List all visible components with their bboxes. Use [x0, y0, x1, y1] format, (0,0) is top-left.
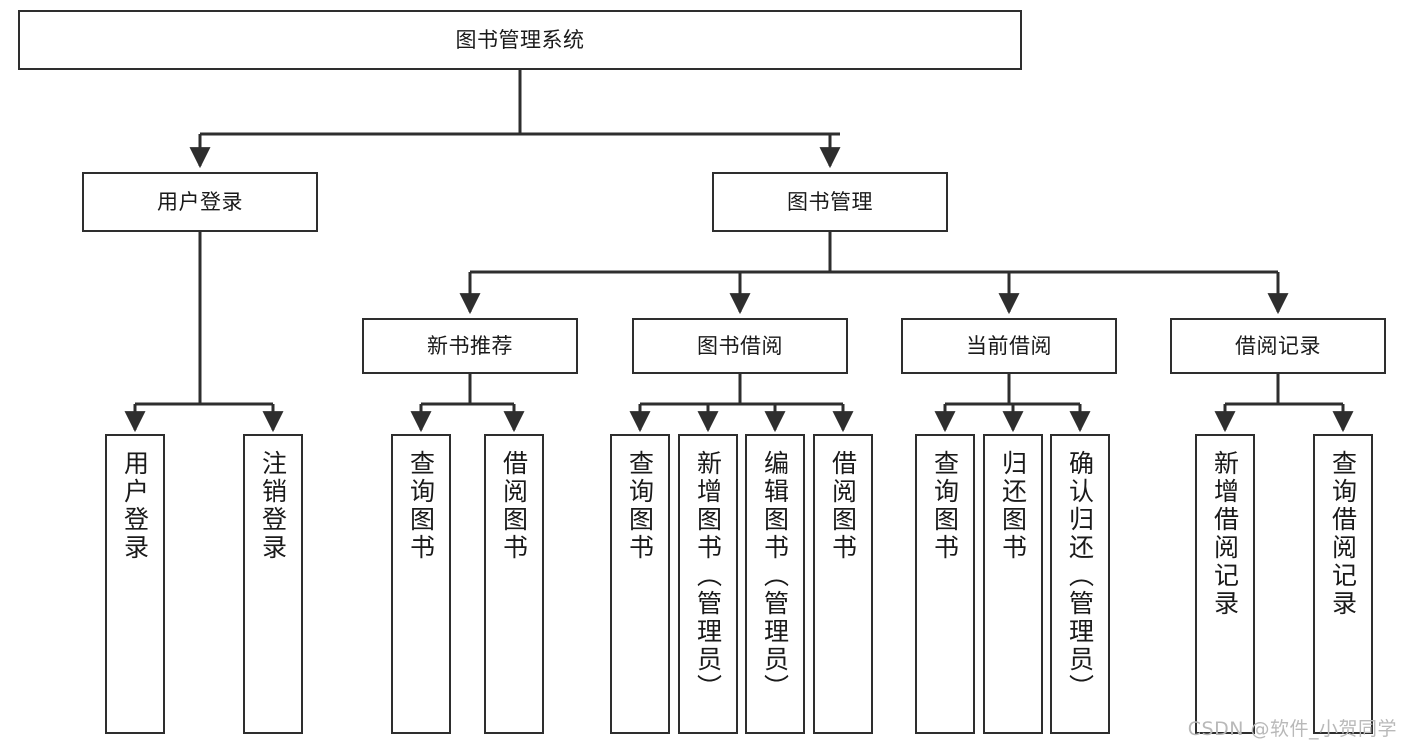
node-label: 图书借阅 — [697, 333, 783, 358]
node-label: 查询图书 — [625, 450, 655, 562]
leaf-user-login[interactable]: 用户登录 — [105, 434, 165, 734]
node-user-login[interactable]: 用户登录 — [82, 172, 318, 232]
leaf-logout[interactable]: 注销登录 — [243, 434, 303, 734]
leaf-return-book[interactable]: 归还图书 — [983, 434, 1043, 734]
leaf-borrow-book[interactable]: 借阅图书 — [813, 434, 873, 734]
node-label: 图书管理 — [787, 189, 873, 214]
node-label: 当前借阅 — [966, 333, 1052, 358]
node-label: 查询图书 — [406, 450, 436, 562]
node-new-book-recommendation[interactable]: 新书推荐 — [362, 318, 578, 374]
node-book-borrowing[interactable]: 图书借阅 — [632, 318, 848, 374]
watermark-text: CSDN @软件_小贺同学 — [1187, 718, 1397, 740]
node-label: 借阅记录 — [1235, 333, 1321, 358]
node-label: 确认归还（管理员） — [1065, 450, 1095, 702]
node-label: 用户登录 — [157, 189, 243, 214]
node-label: 新增借阅记录 — [1210, 450, 1240, 618]
node-label: 图书管理系统 — [455, 27, 585, 52]
node-current-borrowing[interactable]: 当前借阅 — [901, 318, 1117, 374]
leaf-query-borrow-record[interactable]: 查询借阅记录 — [1313, 434, 1373, 734]
node-label: 归还图书 — [998, 450, 1028, 562]
node-label: 新增图书（管理员） — [693, 450, 723, 702]
leaf-borrow-book-new[interactable]: 借阅图书 — [484, 434, 544, 734]
node-label: 借阅图书 — [499, 450, 529, 562]
node-label: 查询借阅记录 — [1328, 450, 1358, 618]
leaf-query-book-new[interactable]: 查询图书 — [391, 434, 451, 734]
leaf-add-book-admin[interactable]: 新增图书（管理员） — [678, 434, 738, 734]
leaf-add-borrow-record[interactable]: 新增借阅记录 — [1195, 434, 1255, 734]
node-label: 注销登录 — [258, 450, 288, 562]
node-book-management[interactable]: 图书管理 — [712, 172, 948, 232]
leaf-confirm-return-admin[interactable]: 确认归还（管理员） — [1050, 434, 1110, 734]
leaf-query-book-current[interactable]: 查询图书 — [915, 434, 975, 734]
node-borrowing-records[interactable]: 借阅记录 — [1170, 318, 1386, 374]
node-label: 新书推荐 — [427, 333, 513, 358]
node-label: 查询图书 — [930, 450, 960, 562]
node-label: 用户登录 — [120, 450, 150, 562]
leaf-edit-book-admin[interactable]: 编辑图书（管理员） — [745, 434, 805, 734]
leaf-query-book-borrow[interactable]: 查询图书 — [610, 434, 670, 734]
node-root-system[interactable]: 图书管理系统 — [18, 10, 1022, 70]
node-label: 编辑图书（管理员） — [760, 450, 790, 702]
node-label: 借阅图书 — [828, 450, 858, 562]
